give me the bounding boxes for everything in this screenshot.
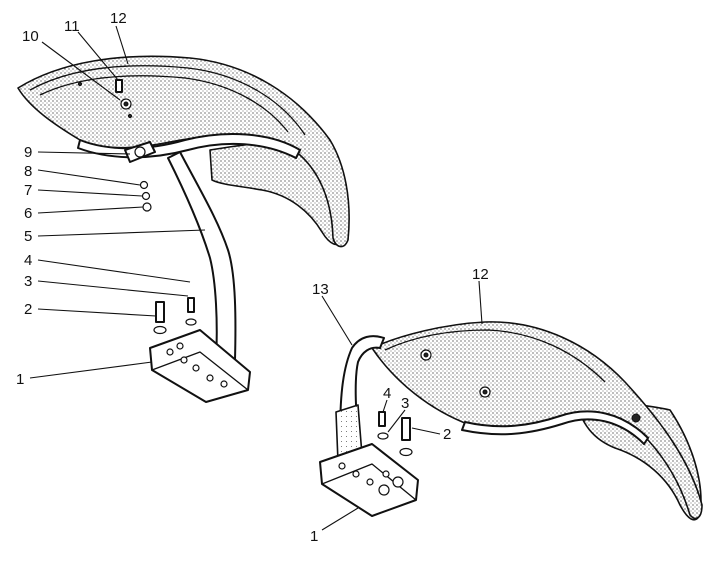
left-fender-rim [29,65,306,136]
left-plate-hole-4 [206,374,214,382]
left-washer-7 [141,191,151,201]
leader-9 [37,151,131,155]
leader-8 [37,169,141,186]
left-plate-hole-2 [180,356,188,364]
right-washer-3 [377,432,389,440]
left-plate-hole-1 [166,348,174,356]
leader-12a [115,25,129,65]
right-plate-hole-4 [378,484,390,496]
callout-3-right: 3 [401,395,409,412]
right-top-bolt-2-center [482,389,488,395]
right-fender-assembly [319,321,703,521]
left-fender-rim-inner [39,75,289,133]
right-plate-hole-1 [338,462,346,470]
right-plate-hole-6 [382,470,390,478]
callout-1-left: 1 [16,371,24,388]
callout-9: 9 [24,144,32,161]
leader-3a [37,280,189,297]
callout-8: 8 [24,163,32,180]
callout-4-left: 4 [24,252,32,269]
right-plate-hole-5 [392,476,404,488]
right-fender-rim [384,329,606,383]
callout-2-right: 2 [443,426,451,443]
left-fender-assembly [17,55,350,403]
leader-1b [321,507,359,531]
callout-13: 13 [312,281,329,298]
callout-12-right: 12 [472,266,489,283]
left-bolt-2 [155,301,165,323]
leader-5 [37,229,206,237]
leader-13 [321,295,353,346]
leader-2b [411,427,441,435]
callout-12-left: 12 [110,10,127,27]
left-top-bolt [115,79,123,93]
callout-2-left: 2 [24,301,32,318]
callout-labels: 12 11 10 9 8 7 6 5 4 3 2 1 12 13 4 3 2 1 [16,10,489,545]
left-top-hole-2 [77,81,83,87]
right-plate-hole-3 [366,478,374,486]
leader-6 [37,206,144,214]
leader-7 [37,189,143,197]
leader-4b [382,399,388,413]
left-nut-6 [142,202,152,212]
right-top-bolt-1-center [423,352,429,358]
callout-10: 10 [22,28,39,45]
leader-1a [29,361,153,379]
left-washer-8 [139,180,149,190]
right-fender-inner-shell [574,394,702,521]
callout-5: 5 [24,228,32,245]
leader-2a [37,308,157,317]
left-base-plate-edge [151,351,249,391]
right-fender-edge-strip [461,410,649,445]
left-plate-hole-6 [220,380,228,388]
left-washer-3 [185,318,197,326]
right-inner-nut [631,413,641,423]
leader-12b [478,280,483,325]
left-top-bolt-head [123,101,129,107]
leader-11 [77,31,119,81]
leader-10 [41,41,121,101]
callout-6: 6 [24,205,32,222]
left-clamp-nut [134,146,146,158]
leader-4a [37,259,191,283]
left-top-hole [127,113,133,119]
left-plate-hole-3 [192,364,200,372]
left-plate-hole-5 [176,342,184,350]
left-bolt-4 [187,297,195,313]
leader-lines [29,25,483,531]
callout-11: 11 [64,18,80,35]
right-plate-hole-2 [352,470,360,478]
right-base-plate-edge [321,463,417,501]
right-bolt-2 [401,417,411,441]
callout-1-right: 1 [310,528,318,545]
callout-7: 7 [24,182,32,199]
left-washer-2 [153,325,167,335]
callout-4-right: 4 [383,385,391,402]
right-washer-2 [399,447,413,457]
leader-3b [387,409,406,433]
right-bolt-4 [378,411,386,427]
right-fender-top-panel [371,321,703,520]
callout-3-left: 3 [24,273,32,290]
